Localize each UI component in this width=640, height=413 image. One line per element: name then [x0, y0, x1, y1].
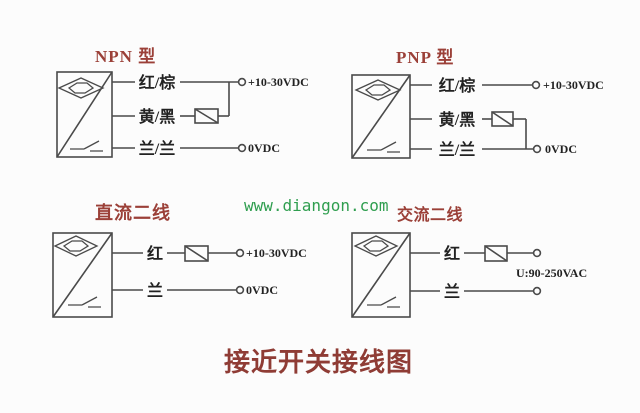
npn-wire3-label: 兰/兰: [139, 139, 175, 158]
dc-two-wire-section-title: 直流二线: [95, 203, 171, 223]
sensor-diamond-icon: [57, 77, 105, 99]
pnp-zero-terminal-label: 0VDC: [545, 142, 577, 156]
pnp-positive-terminal-label: +10-30VDC: [543, 78, 604, 92]
terminal-circle: [532, 248, 542, 258]
npn-wire1-label: 红/棕: [139, 73, 175, 92]
switch-contact-icon: [367, 141, 400, 153]
load-resistor-icon: [194, 108, 219, 124]
sensor-body: [351, 232, 411, 318]
sensor-diamond-inner-icon: [364, 84, 392, 96]
switch-contact-icon: [367, 296, 400, 308]
load-resistor-icon: [184, 245, 209, 262]
terminal-circle: [237, 77, 247, 87]
sensor-diagonal: [56, 71, 113, 158]
proximity-sensor-icon: [351, 232, 411, 318]
dc-wire2-label: 兰: [147, 281, 163, 300]
pnp-section-title: PNP 型: [396, 48, 455, 67]
load-diagonal: [184, 245, 209, 262]
ac-two-wire-section-title: 交流二线: [397, 207, 464, 224]
diagram-pnp: 红/棕 +10-30VDC 黄/黑 兰/兰 0VDC: [351, 74, 604, 159]
watermark-text: www.diangon.com: [244, 196, 389, 215]
terminal-circle: [235, 285, 245, 295]
diagram-dc-two-wire: 红 +10-30VDC 兰 0VDC: [52, 232, 307, 318]
sensor-diamond-inner-icon: [362, 240, 390, 252]
proximity-sensor-icon: [351, 74, 411, 159]
ac-wire1-label: 红: [444, 244, 460, 263]
dc-positive-terminal-label: +10-30VDC: [246, 246, 307, 260]
npn-wire2-label: 黄/黑: [139, 107, 175, 126]
dc-zero-terminal-label: 0VDC: [246, 283, 278, 297]
load-diagonal: [491, 111, 514, 127]
sensor-diamond-icon: [353, 235, 399, 257]
load-resistor-icon: [491, 111, 514, 127]
diagram-npn: 红/棕 +10-30VDC 黄/黑 兰/兰 0VDC: [56, 71, 309, 158]
ac-voltage-label: U:90-250VAC: [516, 266, 587, 280]
sensor-body: [351, 74, 411, 159]
sensor-diamond-icon: [354, 79, 402, 101]
switch-contact-icon: [70, 140, 103, 152]
sensor-diagonal: [351, 74, 411, 159]
terminal-circle: [237, 143, 247, 153]
terminal-circle: [235, 248, 245, 258]
load-diagonal: [484, 245, 508, 262]
npn-section-title: NPN 型: [95, 47, 157, 66]
npn-positive-terminal-label: +10-30VDC: [248, 75, 309, 89]
pnp-wire1-label: 红/棕: [439, 76, 475, 95]
npn-zero-terminal-label: 0VDC: [248, 141, 280, 155]
sensor-diamond-inner-icon: [67, 82, 95, 94]
proximity-sensor-icon: [56, 71, 113, 158]
sensor-diamond-inner-icon: [62, 240, 90, 252]
switch-contact-icon: [68, 296, 101, 308]
sensor-body: [56, 71, 113, 158]
load-diagonal: [194, 108, 219, 124]
proximity-sensor-icon: [52, 232, 113, 318]
terminal-circle: [531, 80, 541, 90]
load-resistor-icon: [484, 245, 508, 262]
pnp-wire2-label: 黄/黑: [439, 110, 475, 129]
diagram-ac-two-wire: 红 U:90-250VAC 兰: [351, 232, 587, 318]
terminal-circle: [532, 144, 542, 154]
ac-wire2-label: 兰: [444, 282, 460, 301]
sensor-diagonal: [351, 232, 411, 318]
sensor-diamond-icon: [53, 235, 99, 257]
pnp-wire3-label: 兰/兰: [439, 140, 475, 159]
sensor-body: [52, 232, 113, 318]
dc-wire1-label: 红: [147, 244, 163, 263]
page-title: 接近开关接线图: [224, 348, 414, 377]
terminal-circle: [532, 286, 542, 296]
sensor-diagonal: [52, 232, 113, 318]
